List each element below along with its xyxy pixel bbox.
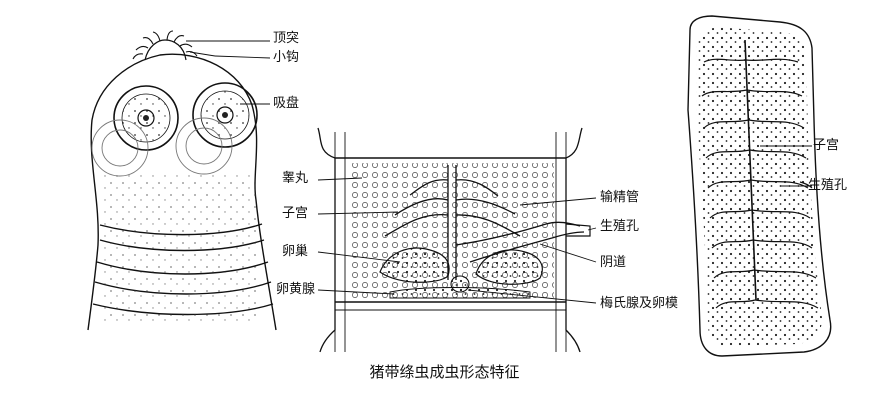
label-vas-deferens: 输精管 [600, 190, 640, 205]
scolex-drawing [87, 30, 277, 331]
rostellum [144, 39, 187, 61]
gravid-uterus-field [696, 27, 822, 346]
label-ovary: 卵巢 [282, 244, 309, 259]
proglottid-leaders [317, 177, 597, 304]
label-testis: 睾丸 [282, 171, 309, 186]
gravid-proglottid-drawing [687, 15, 832, 357]
label-uterus: 子宫 [282, 206, 309, 221]
label-hooklets: 小钩 [273, 50, 300, 65]
sucker-right [192, 82, 258, 148]
label-mehlis-gland-ootype: 梅氏腺及卵模 [600, 296, 679, 311]
figure-caption: 猪带绦虫成虫形态特征 [369, 363, 520, 381]
label-gravid-genital-pore: 生殖孔 [808, 178, 848, 193]
gravid-uterus-stem [744, 39, 757, 301]
proglottid-drawing [317, 127, 597, 353]
label-sucker: 吸盘 [273, 96, 300, 111]
vas-deferens [455, 221, 581, 246]
scolex-leaders [186, 40, 271, 105]
sucker-left [113, 85, 179, 151]
gravid-outline [687, 15, 832, 357]
mehlis-gland [450, 275, 470, 293]
genital-atrium [565, 223, 591, 237]
uterus-stem [384, 165, 521, 280]
strobila-edge-right [565, 127, 583, 353]
gravid-uterus-branches [701, 58, 819, 309]
vitelline-gland [389, 287, 531, 299]
gravid-leaders [760, 145, 812, 187]
ovary-right [475, 249, 543, 285]
label-gravid-uterus: 子宫 [813, 138, 840, 153]
ovary-left [379, 247, 450, 283]
label-vitelline-gland: 卵黄腺 [276, 282, 316, 297]
gravid-genital-pore [799, 181, 813, 189]
label-genital-pore: 生殖孔 [600, 219, 640, 234]
label-vagina: 阴道 [600, 255, 627, 270]
label-rostellum: 顶突 [273, 31, 300, 46]
strobila-edge-left [317, 127, 336, 353]
